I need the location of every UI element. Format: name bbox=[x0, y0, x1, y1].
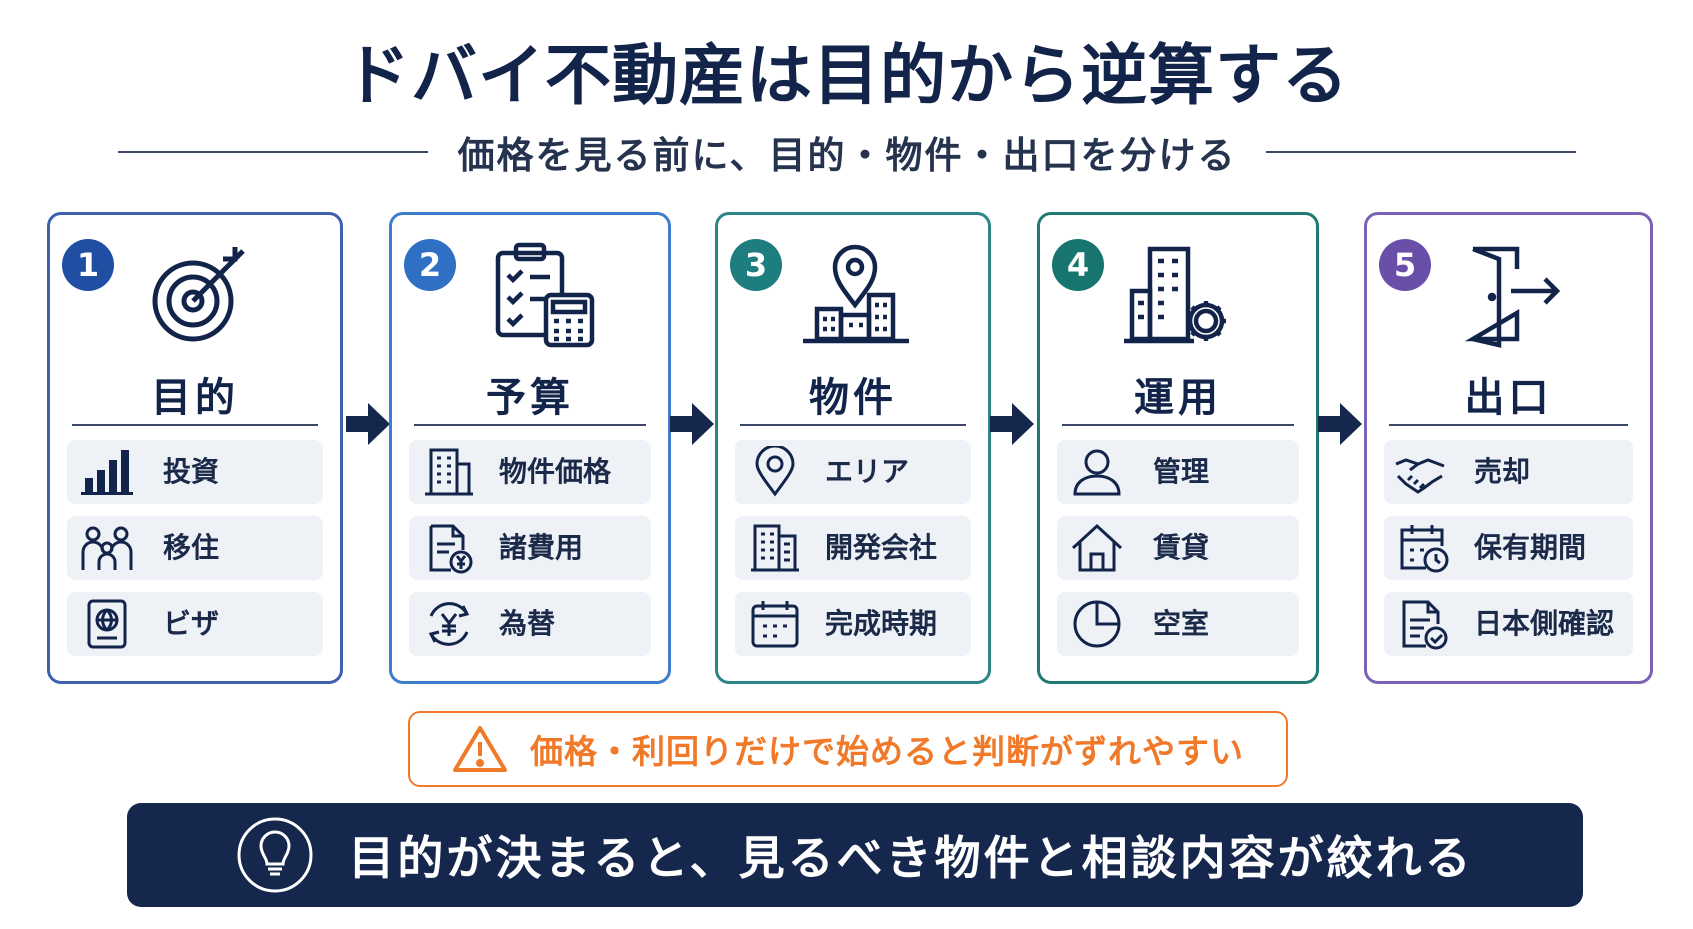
calendar-clock-icon bbox=[1400, 525, 1449, 573]
subtitle: 価格を見る前に、目的・物件・出口を分ける bbox=[457, 134, 1237, 177]
conclusion-text: 目的が決まると、見るべき物件と相談内容が絞れる bbox=[348, 831, 1474, 885]
item-label: ビザ bbox=[163, 607, 220, 640]
warning-icon bbox=[453, 726, 507, 772]
flow-arrow bbox=[670, 403, 714, 445]
bar-chart-icon bbox=[81, 450, 133, 495]
handshake-icon bbox=[1395, 458, 1445, 494]
list-item: 完成時期 bbox=[735, 592, 971, 656]
item-label: 保有期間 bbox=[1474, 531, 1587, 564]
list-item: 開発会社 bbox=[735, 516, 971, 580]
step-divider bbox=[1389, 424, 1628, 426]
step-badge: 2 bbox=[404, 239, 456, 291]
step-label: 運用 bbox=[1134, 375, 1222, 421]
subtitle-row: 価格を見る前に、目的・物件・出口を分ける bbox=[118, 120, 1577, 184]
step-divider bbox=[414, 424, 646, 426]
step-badge: 5 bbox=[1379, 239, 1431, 291]
list-item: 売却 bbox=[1384, 440, 1633, 504]
door-exit-icon bbox=[1464, 246, 1561, 348]
item-label: 諸費用 bbox=[499, 531, 584, 564]
step-badge: 1 bbox=[62, 239, 114, 291]
warning-box: 価格・利回りだけで始めると判断がずれやすい bbox=[408, 711, 1288, 787]
step-card-budget: 2 予算 物件価格 諸費用 為替 bbox=[389, 212, 671, 684]
item-label: エリア bbox=[825, 455, 910, 488]
item-label: 開発会社 bbox=[825, 531, 938, 564]
flow-arrow bbox=[1318, 403, 1362, 445]
item-label: 日本側確認 bbox=[1474, 607, 1615, 640]
list-item: エリア bbox=[735, 440, 971, 504]
subtitle-rule-right bbox=[1266, 151, 1577, 153]
item-label: 完成時期 bbox=[825, 607, 938, 640]
step-label: 物件 bbox=[809, 375, 897, 421]
building-gear-icon bbox=[1124, 246, 1226, 344]
list-item: 投資 bbox=[67, 440, 323, 504]
step-label: 出口 bbox=[1464, 375, 1553, 421]
list-item: 諸費用 bbox=[409, 516, 651, 580]
city-pin-icon bbox=[803, 244, 909, 344]
target-icon bbox=[152, 247, 245, 342]
checklist-calculator-icon bbox=[495, 242, 595, 348]
document-check-icon bbox=[1402, 600, 1448, 650]
flow-arrow bbox=[346, 403, 390, 445]
step-card-property: 3 物件 エリア 開発会社 完成時期 bbox=[715, 212, 991, 684]
house-icon bbox=[1071, 523, 1123, 572]
step-card-operation: 4 運用 管理 賃貸 空室 bbox=[1037, 212, 1319, 684]
yen-document-icon bbox=[429, 524, 473, 574]
list-item: ビザ bbox=[67, 592, 323, 656]
lightbulb-icon bbox=[237, 817, 313, 893]
item-label: 為替 bbox=[499, 607, 556, 640]
step-label: 予算 bbox=[486, 375, 574, 421]
flow-arrow bbox=[990, 403, 1034, 445]
step-card-exit: 5 出口 売却 保有期間 日本側確認 bbox=[1364, 212, 1653, 684]
pie-chart-icon bbox=[1073, 600, 1121, 648]
step-badge: 3 bbox=[730, 239, 782, 291]
step-divider bbox=[740, 424, 966, 426]
conclusion-banner: 目的が決まると、見るべき物件と相談内容が絞れる bbox=[127, 803, 1583, 907]
location-pin-icon bbox=[755, 446, 795, 497]
family-icon bbox=[81, 526, 133, 570]
list-item: 保有期間 bbox=[1384, 516, 1633, 580]
item-label: 管理 bbox=[1153, 455, 1210, 488]
list-item: 管理 bbox=[1057, 440, 1299, 504]
item-label: 物件価格 bbox=[499, 455, 612, 488]
yen-exchange-icon bbox=[428, 602, 470, 646]
page-title: ドバイ不動産は目的から逆算する bbox=[344, 37, 1349, 114]
step-badge: 4 bbox=[1052, 239, 1104, 291]
office-building-icon bbox=[751, 524, 799, 572]
warning-text: 価格・利回りだけで始めると判断がずれやすい bbox=[530, 732, 1244, 771]
list-item: 為替 bbox=[409, 592, 651, 656]
item-label: 賃貸 bbox=[1153, 531, 1210, 564]
step-divider bbox=[1062, 424, 1294, 426]
item-label: 空室 bbox=[1153, 607, 1210, 640]
step-label: 目的 bbox=[151, 375, 239, 421]
item-label: 投資 bbox=[163, 455, 220, 488]
passport-icon bbox=[87, 599, 127, 649]
list-item: 賃貸 bbox=[1057, 516, 1299, 580]
item-label: 売却 bbox=[1474, 455, 1531, 488]
step-divider bbox=[72, 424, 318, 426]
list-item: 日本側確認 bbox=[1384, 592, 1633, 656]
person-icon bbox=[1073, 449, 1121, 496]
step-card-purpose: 1 目的 投資 移住 ビザ bbox=[47, 212, 343, 684]
list-item: 移住 bbox=[67, 516, 323, 580]
calendar-icon bbox=[751, 601, 799, 648]
subtitle-rule-left bbox=[118, 151, 428, 153]
list-item: 空室 bbox=[1057, 592, 1299, 656]
building-icon bbox=[425, 448, 473, 496]
item-label: 移住 bbox=[163, 531, 220, 564]
list-item: 物件価格 bbox=[409, 440, 651, 504]
